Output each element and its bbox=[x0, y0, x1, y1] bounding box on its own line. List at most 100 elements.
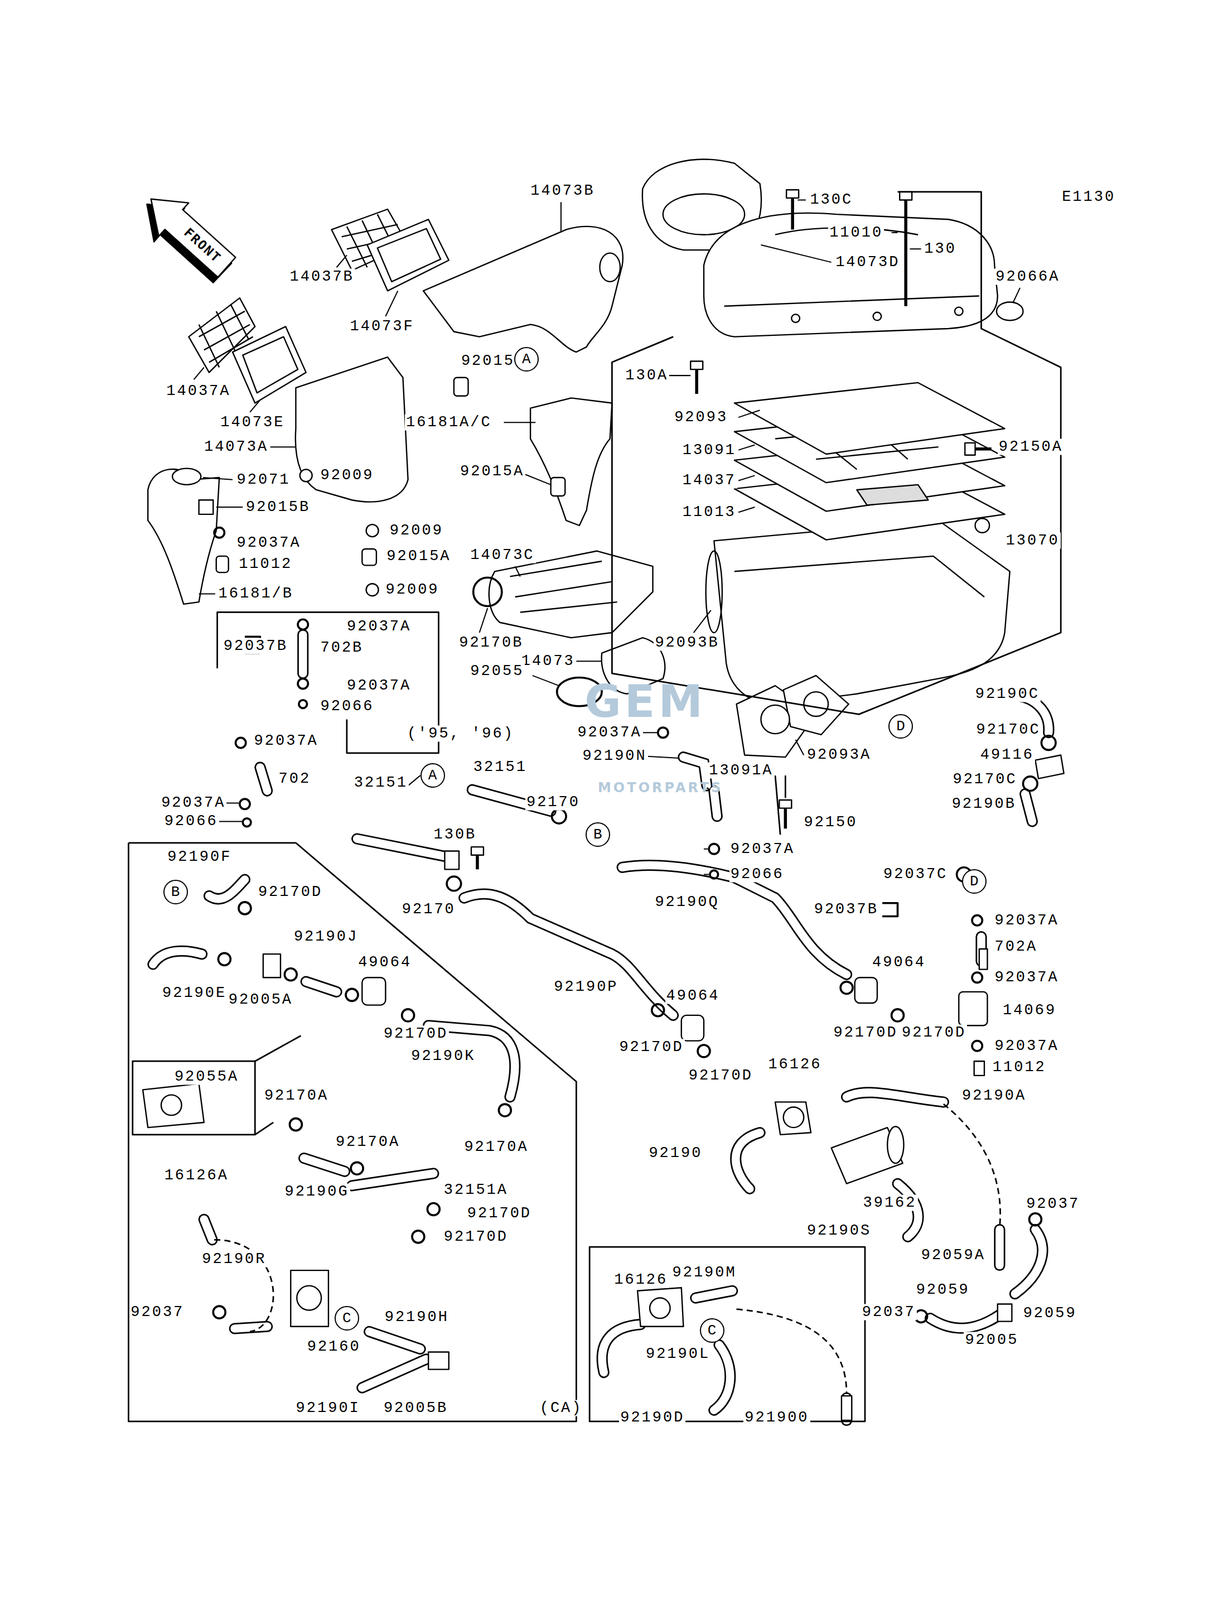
callout-number: 13091 bbox=[681, 441, 738, 458]
callout-number: 92093 bbox=[673, 409, 729, 426]
callout-number: 92037A bbox=[576, 724, 643, 741]
callout-number: 92170D bbox=[257, 883, 324, 900]
callout-number: 92037A bbox=[993, 911, 1060, 928]
reference-letter: D bbox=[896, 718, 906, 734]
callout-number: 13070 bbox=[1004, 532, 1061, 549]
callout-number: 92037 bbox=[1025, 1195, 1081, 1212]
callout-number: 49116 bbox=[979, 746, 1036, 763]
callout-number: 92190K bbox=[409, 1047, 477, 1065]
callout-number: 92093B bbox=[653, 634, 720, 651]
reference-circle: D bbox=[888, 713, 913, 739]
callout-number: 130C bbox=[808, 191, 854, 209]
callout-number: 13091A bbox=[707, 761, 775, 778]
callout-number: 92190L bbox=[644, 1345, 712, 1362]
callout-number: 92190N bbox=[581, 747, 649, 765]
reference-circle: A bbox=[420, 762, 446, 788]
callout-number: 16126 bbox=[766, 1055, 823, 1072]
reference-circle: B bbox=[163, 879, 188, 905]
callout-number: 92037B bbox=[222, 637, 289, 654]
reference-letter: B bbox=[171, 884, 181, 899]
direction-label: FRONT bbox=[180, 224, 225, 267]
callout-number: 92037A bbox=[993, 969, 1060, 986]
callout-number: 92005B bbox=[382, 1399, 449, 1416]
callout-number: (CA) bbox=[538, 1399, 584, 1416]
callout-number: 49064 bbox=[356, 953, 413, 970]
callout-number: 32151A bbox=[442, 1181, 510, 1198]
callout-number: 14037B bbox=[288, 268, 356, 285]
callout-number: 92190B bbox=[950, 795, 1018, 812]
callout-number: 32151 bbox=[353, 774, 409, 791]
callout-number: 92170B bbox=[457, 634, 525, 651]
callout-number: 16126 bbox=[612, 1270, 669, 1288]
callout-number: 92170C bbox=[975, 721, 1042, 738]
callout-number: 11010 bbox=[828, 224, 884, 241]
reference-circle: D bbox=[962, 868, 987, 894]
callout-number: 92055 bbox=[469, 663, 525, 680]
callout-number: 16181/B bbox=[217, 585, 295, 602]
callout-number: 92037A bbox=[345, 677, 413, 694]
callout-number: 92005 bbox=[963, 1331, 1020, 1348]
callout-number: 92059 bbox=[915, 1280, 971, 1298]
callout-number: 16126A bbox=[163, 1167, 230, 1184]
callout-number: 92150A bbox=[997, 438, 1065, 456]
callout-number: 92190D bbox=[619, 1408, 686, 1425]
callout-number: 92160 bbox=[306, 1338, 362, 1355]
reference-circle: C bbox=[699, 1317, 725, 1343]
callout-number: 92037C bbox=[882, 866, 949, 883]
callout-number: 92015A bbox=[385, 547, 452, 564]
callout-number: 92190P bbox=[552, 978, 620, 995]
callout-number: 92190F bbox=[166, 848, 233, 865]
callout-number: 11013 bbox=[681, 504, 738, 521]
reference-circle: C bbox=[334, 1305, 360, 1331]
callout-number: 130A bbox=[624, 367, 670, 384]
callout-number: 14073F bbox=[349, 318, 416, 335]
callout-number: 92037 bbox=[861, 1303, 917, 1321]
callout-number: 92009 bbox=[388, 522, 445, 539]
callout-number: 92190J bbox=[292, 928, 360, 945]
callout-number: 92055A bbox=[173, 1067, 240, 1085]
callout-number: 92037A bbox=[235, 534, 303, 551]
callout-number: 32151 bbox=[472, 759, 529, 776]
reference-letter: D bbox=[969, 873, 979, 889]
callout-number: 92066 bbox=[163, 813, 220, 830]
callout-number: 92037A bbox=[253, 732, 320, 749]
watermark: MOTORPARTS bbox=[596, 780, 725, 795]
callout-number: 92170C bbox=[951, 771, 1018, 788]
callout-number: 92170D bbox=[442, 1228, 510, 1245]
callout-number: 92190Q bbox=[653, 893, 720, 910]
callout-number: ('95, '96) bbox=[405, 725, 516, 742]
callout-number: 14073A bbox=[202, 438, 270, 456]
callout-number: 92190C bbox=[974, 685, 1041, 702]
callout-number: 92037 bbox=[129, 1303, 186, 1321]
callout-number: 92190I bbox=[295, 1399, 362, 1416]
callout-number: 14073E bbox=[219, 414, 286, 431]
callout-number: 92190S bbox=[805, 1221, 873, 1239]
callout-number: 14069 bbox=[1001, 1001, 1058, 1018]
callout-number: 92190 bbox=[647, 1144, 704, 1161]
callout-number: 11012 bbox=[991, 1059, 1048, 1076]
callout-number: 92170A bbox=[462, 1138, 530, 1155]
callout-number: 92037A bbox=[729, 840, 796, 857]
callout-number: 11012 bbox=[237, 556, 294, 573]
callout-number: 92015B bbox=[244, 499, 312, 516]
reference-circle: B bbox=[585, 822, 611, 847]
callout-number: 92059 bbox=[1022, 1304, 1079, 1321]
callout-number: 702A bbox=[993, 938, 1039, 955]
callout-number: 92170A bbox=[334, 1133, 401, 1150]
callout-number: 92015A bbox=[458, 463, 526, 480]
callout-number: 92037A bbox=[993, 1037, 1060, 1054]
callout-number: 130B bbox=[432, 826, 478, 843]
callout-number: 92066A bbox=[994, 268, 1061, 285]
callout-number: 92170 bbox=[525, 793, 582, 810]
reference-letter: C bbox=[707, 1322, 717, 1338]
callout-number: 92066 bbox=[318, 697, 375, 714]
callout-number: 14037 bbox=[681, 472, 738, 489]
callout-number: 921900 bbox=[743, 1408, 810, 1425]
reference-letter: A bbox=[428, 767, 438, 783]
callout-number: 92037A bbox=[160, 794, 227, 811]
callout-number: 92170D bbox=[900, 1023, 968, 1041]
callout-number: 92190G bbox=[283, 1183, 350, 1200]
callout-number: 92170D bbox=[687, 1066, 754, 1084]
callout-number: 14073B bbox=[529, 182, 596, 200]
callout-number: 14037A bbox=[165, 382, 232, 399]
